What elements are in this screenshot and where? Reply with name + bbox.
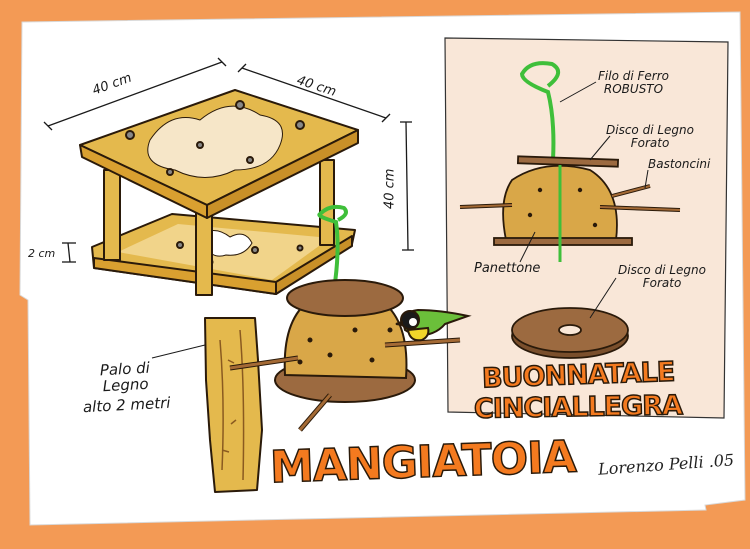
wooden-pole	[205, 318, 262, 492]
wooden-disc-detail	[512, 308, 628, 358]
wire-label-line2: ROBUSTO	[598, 83, 669, 96]
sticks-label: Bastoncini	[648, 158, 710, 171]
pole-label-line2: Legno	[82, 375, 170, 395]
disc-bottom-label: Disco di Legno Forato	[618, 264, 706, 289]
greeting-line-2: CINCIALLEGRA	[474, 390, 682, 425]
panettone-label: Panettone	[474, 262, 540, 276]
wire-label: Filo di Ferro ROBUSTO	[598, 70, 669, 95]
pole-label: Palo di Legno alto 2 metri	[81, 360, 171, 416]
main-title: MANGIATOIA	[269, 432, 576, 494]
disc-top-label-line1: Disco di Legno	[606, 124, 694, 137]
height-label: 40 cm	[383, 169, 397, 210]
disc-bottom-label-line2: Forato	[618, 277, 706, 290]
disc-top-label: Disco di Legno Forato	[606, 124, 694, 149]
wire-label-line1: Filo di Ferro	[598, 70, 669, 83]
thickness-label: 2 cm	[28, 248, 55, 260]
disc-bottom-label-line1: Disco di Legno	[618, 264, 706, 277]
disc-top-label-line2: Forato	[606, 137, 694, 150]
